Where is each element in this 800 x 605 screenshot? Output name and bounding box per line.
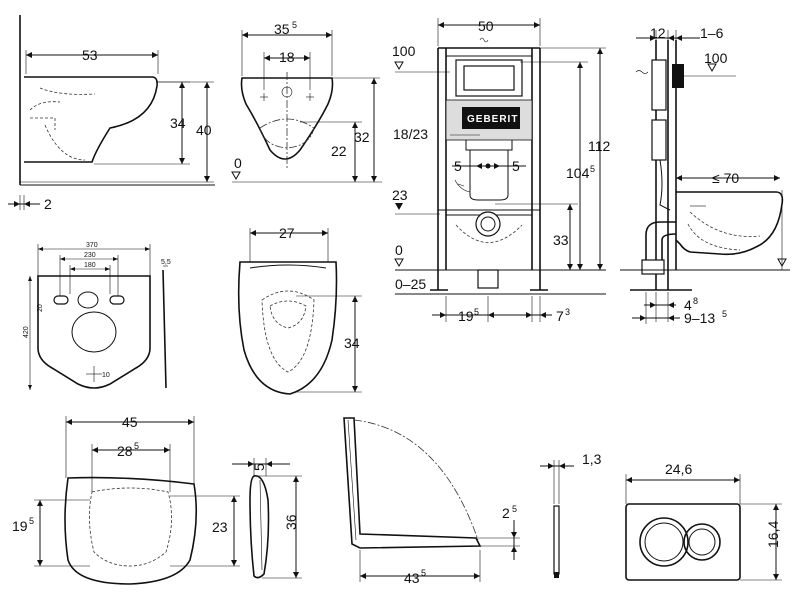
wc-side-offset-label: 2 — [44, 196, 52, 212]
bowl-27-label: 27 — [279, 225, 295, 241]
mat-10-label: 10 — [102, 372, 110, 379]
frame-zero-label: 0 — [395, 242, 403, 258]
frame-side-view: 12 1–6 100 ≤ 70 4 8 9–13 5 — [620, 25, 790, 326]
frame-width-label: 50 — [478, 18, 494, 34]
insulation-mat: 370 230 180 420 20 10 5,5 — [23, 242, 171, 390]
lid-2-sup: 5 — [512, 504, 517, 514]
frame-top-level-label: 100 — [392, 43, 416, 59]
frame-front-view: GEBERIT 50 100 18/23 5 5 23 33 — [392, 18, 611, 324]
frame-19-label: 19 — [458, 308, 474, 324]
bowl-top-view: 27 34 — [237, 225, 362, 395]
plate-164-label: 16,4 — [765, 521, 781, 548]
wc-side-view: 53 34 40 2 — [8, 15, 215, 212]
side-70-label: ≤ 70 — [712, 170, 739, 186]
plate-13-label: 1,3 — [582, 451, 602, 467]
frame-right5-label: 5 — [512, 158, 520, 174]
seatside-5-label: 5 — [251, 463, 267, 471]
small-flush-button — [683, 523, 721, 561]
front-width-sup: 5 — [292, 20, 297, 30]
wc-side-h1-label: 34 — [170, 115, 186, 131]
lid-43-label: 43 — [404, 570, 420, 586]
seat-19-sup: 5 — [29, 516, 34, 526]
brand-label: GEBERIT — [467, 114, 518, 125]
geberit-logo — [462, 107, 520, 129]
seat-28-sup: 5 — [134, 441, 139, 451]
frame-7-label: 7 — [556, 308, 564, 324]
flush-plate-side: 1,3 — [540, 451, 602, 578]
seat-28-label: 28 — [117, 443, 133, 459]
front-h1-label: 22 — [331, 143, 347, 159]
flush-plate-front: 24,6 16,4 — [625, 461, 782, 581]
frame-floor-label: 0–25 — [395, 276, 426, 292]
lid-43-sup: 5 — [421, 568, 426, 578]
seat-side-profile: 5 36 — [232, 458, 302, 579]
frame-7-sup: 3 — [565, 307, 570, 317]
front-h2-label: 32 — [354, 129, 370, 145]
side-12-label: 12 — [650, 25, 666, 41]
side-4-sup: 8 — [693, 296, 698, 306]
side-1-6-label: 1–6 — [700, 25, 724, 41]
front-inner-label: 18 — [279, 49, 295, 65]
side-9-sup: 5 — [722, 309, 727, 319]
large-flush-button — [639, 517, 689, 567]
seat-top-view: 45 28 5 19 5 23 — [12, 414, 240, 585]
mat-180-label: 180 — [84, 262, 96, 269]
frame-33-label: 33 — [553, 232, 569, 248]
side-9-label: 9–13 — [684, 310, 715, 326]
mat-420-label: 420 — [23, 326, 30, 338]
side-100-label: 100 — [704, 50, 728, 66]
frame-pipe-label: 18/23 — [393, 126, 428, 142]
mat-20-label: 20 — [37, 304, 44, 312]
front-width-label: 35 — [274, 21, 290, 37]
wc-front-view: 35 5 18 22 32 0 — [231, 20, 382, 183]
frame-19-sup: 5 — [474, 307, 479, 317]
seat-19-label: 19 — [12, 518, 28, 534]
lid-opening-diagram: 2 5 43 5 — [343, 417, 520, 586]
seat-23-label: 23 — [212, 519, 228, 535]
front-zero-label: 0 — [234, 155, 242, 171]
mat-370-label: 370 — [86, 242, 98, 249]
lid-2-label: 2 — [502, 505, 510, 521]
wc-side-width-label: 53 — [82, 47, 98, 63]
mat-55-label: 5,5 — [161, 259, 171, 266]
frame-left5-label: 5 — [454, 158, 462, 174]
seatside-36-label: 36 — [283, 514, 299, 530]
mat-230-label: 230 — [84, 252, 96, 259]
side-4-label: 4 — [684, 297, 692, 313]
frame-23-label: 23 — [392, 187, 408, 203]
bowl-34-label: 34 — [344, 335, 360, 351]
frame-112-label: 112 — [588, 138, 611, 154]
plate-246-label: 24,6 — [665, 461, 692, 477]
frame-104-label: 104 — [566, 165, 590, 181]
frame-104-sup: 5 — [590, 164, 595, 174]
wc-side-h2-label: 40 — [196, 122, 212, 138]
seat-45-label: 45 — [122, 414, 138, 430]
